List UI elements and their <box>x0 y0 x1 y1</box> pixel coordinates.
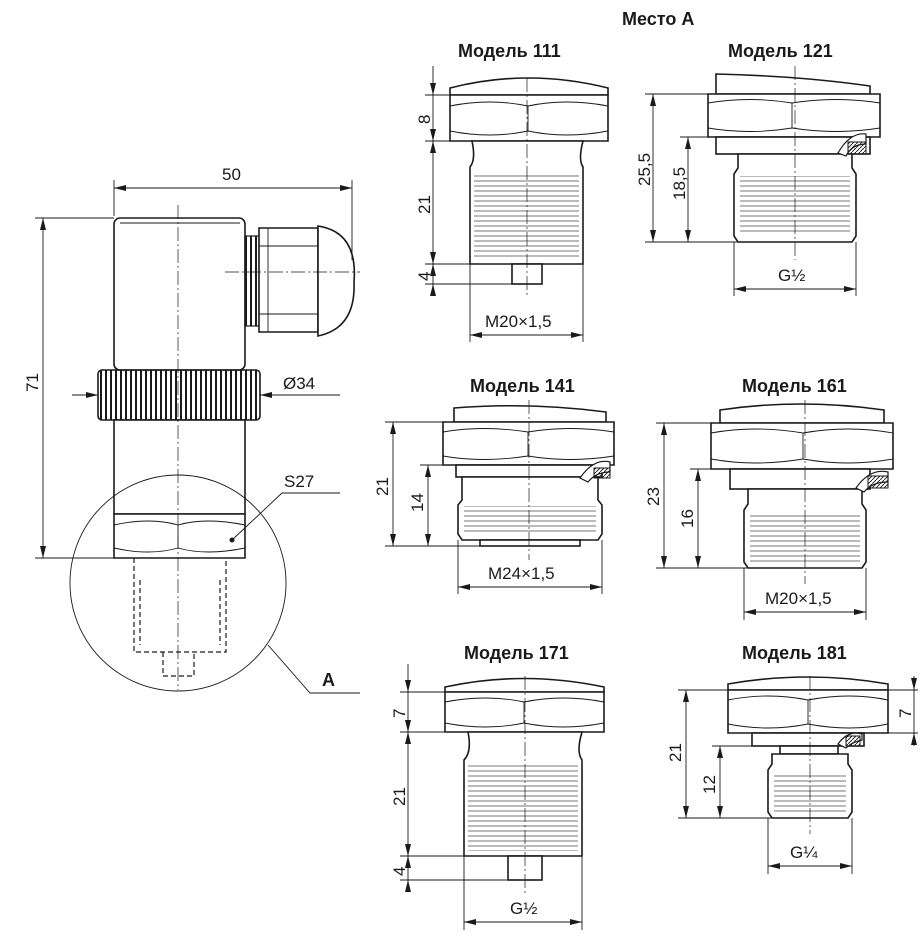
dim-diameter-label: Ø34 <box>283 374 315 393</box>
detail-circle-a <box>69 474 287 692</box>
model-161-thread: M20×1,5 <box>765 589 832 608</box>
model-111-dim-2: 4 <box>415 272 434 281</box>
model-181-dim-0: 21 <box>666 743 685 762</box>
model-161: Модель 161 23 16 M20×1,5 <box>644 376 894 620</box>
main-sensor-view: A 50 71 Ø34 <box>23 165 360 694</box>
model-181-dim-2: 7 <box>896 709 915 718</box>
seal-ring <box>837 133 867 157</box>
model-141-dim-0: 21 <box>373 477 392 496</box>
model-111-title: Модель 111 <box>458 41 561 61</box>
hidden-thread <box>133 558 227 677</box>
seal-ring <box>837 732 863 749</box>
seal-ring <box>579 460 611 483</box>
model-171: Модель 171 7 21 4 G½ <box>390 643 605 930</box>
dim-width-label: 50 <box>222 165 241 184</box>
model-141: Модель 141 21 14 M24×1,5 <box>373 376 615 594</box>
callout-a-label: A <box>322 670 335 690</box>
model-181-title: Модель 181 <box>742 643 847 663</box>
knurled-ring <box>97 369 261 421</box>
dimension-71: 71 <box>23 217 114 559</box>
model-121-thread: G½ <box>778 266 805 285</box>
model-111-thread: M20×1,5 <box>485 312 552 331</box>
model-181: Модель 181 21 12 7 <box>666 643 918 874</box>
dimension-hex: S27 <box>229 472 340 543</box>
seal-ring <box>855 470 889 493</box>
dim-hex-label: S27 <box>284 472 314 491</box>
model-171-dim-2: 4 <box>390 867 409 876</box>
model-111-dim-1: 21 <box>415 195 434 214</box>
dimension-50: 50 <box>113 165 353 260</box>
model-181-dim-1: 12 <box>700 775 719 794</box>
model-171-dim-0: 7 <box>390 709 409 718</box>
model-141-title: Модель 141 <box>470 376 575 396</box>
model-121-dim-0: 25,5 <box>635 153 654 186</box>
model-121: Модель 121 25,5 18,5 G½ <box>635 41 881 296</box>
model-161-dim-1: 16 <box>678 509 697 528</box>
dimension-diameter: Ø34 <box>72 374 340 398</box>
model-111-dim-0: 8 <box>415 115 434 124</box>
model-171-title: Модель 171 <box>464 643 569 663</box>
model-161-title: Модель 161 <box>742 376 847 396</box>
model-111: Модель 111 8 21 4 M20×1,5 <box>415 41 609 342</box>
model-171-thread: G½ <box>510 899 537 918</box>
cable-gland <box>244 225 356 337</box>
model-181-thread: G¼ <box>790 843 818 862</box>
model-121-dim-1: 18,5 <box>670 167 689 200</box>
model-121-title: Модель 121 <box>728 41 833 61</box>
model-171-dim-1: 21 <box>390 787 409 806</box>
dim-height-label: 71 <box>23 373 42 392</box>
place-a-title: Место A <box>622 9 694 29</box>
model-161-dim-0: 23 <box>644 487 663 506</box>
hex-nut <box>113 513 246 559</box>
model-141-dim-1: 14 <box>408 493 427 512</box>
model-141-thread: M24×1,5 <box>488 564 555 583</box>
